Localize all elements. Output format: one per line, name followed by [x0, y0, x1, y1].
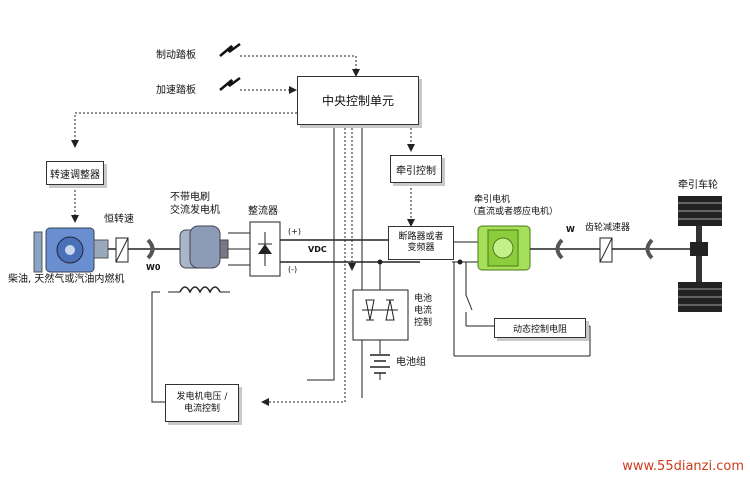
watermark: www.55dianzi.com — [622, 459, 744, 474]
w-symbol: W — [566, 225, 575, 234]
battery-feedback-line — [307, 124, 335, 381]
breaker-inverter-box: 断路器或者 变频器 — [388, 226, 454, 260]
traction-control-box: 牵引控制 — [390, 155, 442, 183]
rotation-arrow-w0 — [146, 238, 155, 260]
plus-terminal-label: (+) — [288, 227, 301, 236]
brake-signal-line — [240, 55, 360, 77]
traction-control-label: 牵引控制 — [396, 165, 436, 177]
dynamic-resistor-box: 动态控制电阻 — [494, 318, 586, 338]
battery-ctrl-box — [352, 289, 409, 341]
speed-regulator-box: 转速调整器 — [46, 161, 104, 185]
constant-speed-label: 恒转速 — [104, 214, 134, 225]
gen-ctrl-signal-line — [261, 124, 346, 406]
breaker-label-1: 断路器或者 — [398, 232, 444, 242]
battery-pack-label: 电池组 — [396, 357, 426, 368]
gen-ctrl-label-1: 发电机电压 / — [176, 392, 228, 402]
wheel-bottom-icon — [678, 282, 722, 312]
accel-pedal-icon — [219, 76, 241, 91]
alternator-icon — [179, 225, 229, 269]
axle-icon — [690, 226, 708, 282]
minus-terminal-label: (-) — [288, 265, 298, 274]
rectifier-label: 整流器 — [248, 206, 278, 217]
gen-voltage-ctrl-box: 发电机电压 / 电流控制 — [165, 384, 239, 422]
central-control-unit: 中央控制单元 — [297, 76, 419, 125]
brake-pedal-icon — [219, 42, 241, 57]
wheel-top-icon — [678, 196, 722, 226]
speed-regulator-label: 转速调整器 — [50, 169, 100, 181]
battery-ctrl-label-2: 电流 — [414, 306, 433, 316]
engine-icon — [33, 227, 109, 273]
traction-motor-icon — [477, 225, 531, 271]
dynamic-resistor-label: 动态控制电阻 — [512, 324, 567, 335]
traction-wheel-label: 牵引车轮 — [678, 180, 718, 191]
gear-reducer-label: 齿轮减速器 — [585, 223, 631, 233]
traction-motor-label-2: （直流或者感应电机） — [468, 207, 559, 217]
battery-ctrl-label-3: 控制 — [414, 318, 433, 328]
breaker-label-2: 变频器 — [407, 243, 435, 253]
field-feedback-line — [151, 291, 165, 403]
engine-label: 柴油, 天然气或汽油内燃机 — [8, 274, 125, 285]
battery-ctrl-label-1: 电池 — [414, 294, 433, 304]
traction-motor-label-1: 牵引电机 — [474, 195, 511, 205]
speed-cmd-line — [71, 112, 297, 148]
accel-pedal-label: 加速踏板 — [156, 85, 196, 96]
gen-ctrl-label-2: 电流控制 — [183, 404, 220, 414]
field-winding-icon — [179, 286, 221, 294]
diode-symbol — [258, 232, 272, 266]
brake-pedal-label: 制动踏板 — [156, 50, 196, 61]
alternator-label-2: 交流发电机 — [170, 205, 220, 216]
w0-symbol: W0 — [146, 263, 161, 272]
central-control-label: 中央控制单元 — [321, 94, 394, 108]
rotation-arrow-wheel — [645, 238, 654, 260]
battery-icon — [370, 354, 390, 374]
vdc-label: VDC — [308, 245, 327, 254]
rotation-arrow-w — [555, 238, 564, 260]
alternator-label-1: 不带电刷 — [170, 192, 210, 203]
battery-ctrl-symbol — [362, 299, 398, 321]
